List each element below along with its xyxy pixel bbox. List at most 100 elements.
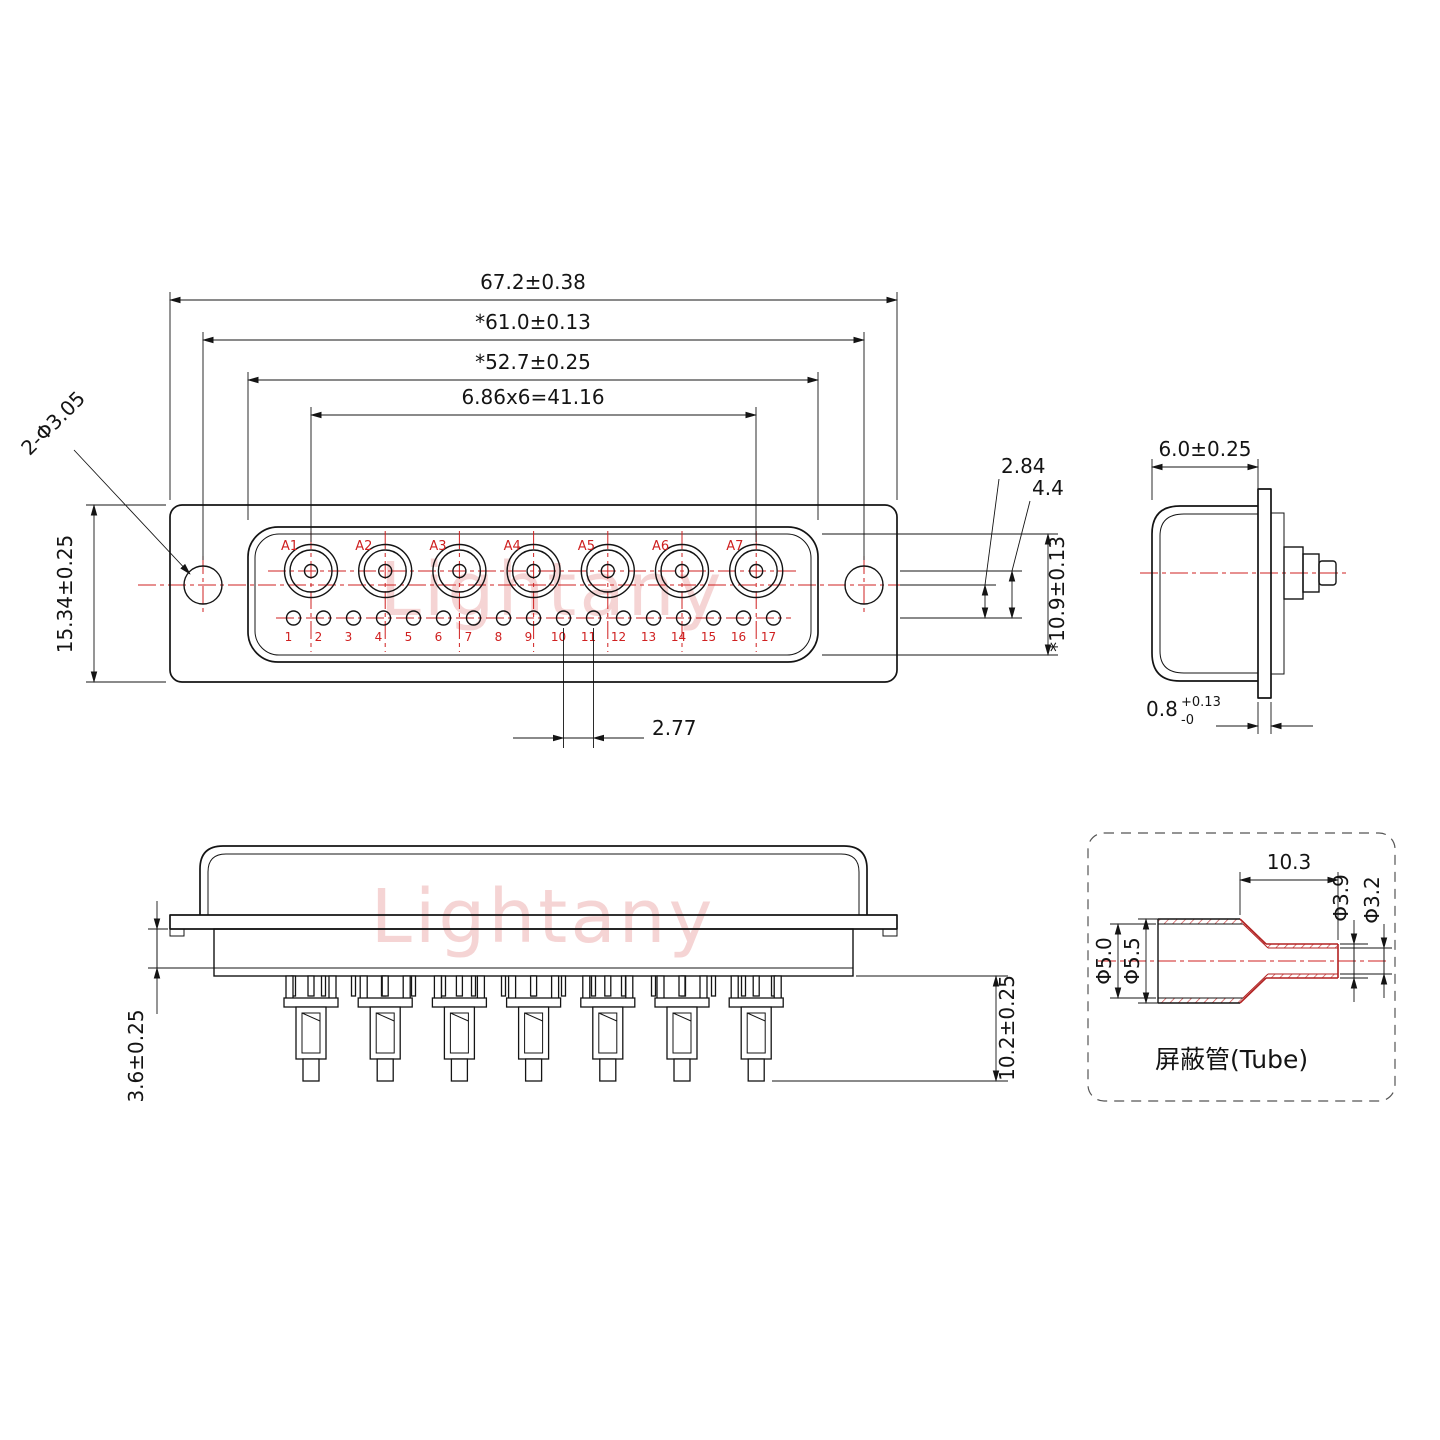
solder-cup-notch	[450, 1012, 469, 1022]
pin-hole	[705, 610, 722, 626]
cup-leg	[433, 975, 443, 1001]
cup-leg	[359, 975, 368, 1001]
cup-leg	[476, 975, 486, 1001]
cup-bracket	[357, 997, 413, 1008]
cup-tail	[524, 1058, 543, 1082]
dim-tube-inner-large-text: Φ5.0	[1092, 937, 1116, 985]
dim-flange-tol-minus: -0	[1181, 713, 1194, 728]
mounting-hole-left	[183, 565, 223, 605]
shell-opening-outer	[247, 526, 819, 663]
pin-number: 7	[465, 630, 473, 644]
dim-flange-thickness-text: 0.8	[1146, 697, 1178, 721]
pin-hole	[285, 610, 302, 626]
dim-row-offsets: 2.84 4.4	[900, 454, 1064, 619]
pin-hole	[585, 610, 602, 626]
dim-depth: 6.0±0.25	[1151, 437, 1259, 500]
coax-contact-outer-ring	[654, 543, 710, 599]
coax-contact-outer-ring	[729, 543, 784, 599]
dim-tube-length: 10.3	[1239, 850, 1339, 940]
hood-inner	[207, 853, 860, 915]
tube-label: 屏蔽管(Tube)	[1155, 1045, 1308, 1074]
dim-contact-pitch: 6.86x6=41.16	[310, 385, 757, 542]
dim-tube-outer-large-text: Φ5.5	[1120, 937, 1144, 985]
cup-center-pin	[678, 975, 686, 997]
pin-hole	[465, 610, 482, 626]
dim-opening-width-text: *52.7±0.25	[475, 350, 591, 374]
cup-tail	[302, 1058, 320, 1082]
coax-contact-inner-ring	[363, 549, 407, 593]
cup-bracket	[654, 997, 710, 1008]
pin-hole	[615, 610, 632, 626]
drawing-shape	[1239, 918, 1267, 945]
pin-number: 10	[551, 630, 566, 644]
mounting-hole-right	[844, 565, 884, 605]
solder-cup	[740, 1006, 772, 1060]
shell-profile-outer	[1151, 505, 1258, 682]
solder-cup-notch	[375, 1012, 395, 1022]
contact-label: A1	[281, 539, 298, 554]
coax-contact-inner-ring	[586, 549, 630, 593]
dim-tube-inner-small: Φ3.2	[1340, 876, 1392, 998]
dim-overall-width-text: 67.2±0.38	[480, 270, 586, 294]
small-pin	[590, 975, 597, 997]
coax-contact-socket	[600, 563, 615, 579]
pin-number: 12	[611, 630, 626, 644]
solder-cup-notch	[672, 1012, 692, 1022]
watermark: Lightany Lightany	[371, 547, 722, 960]
coax-contact-inner-ring	[437, 549, 482, 593]
pin-hole	[675, 610, 692, 626]
small-pin	[320, 975, 327, 997]
coax-contact-socket	[303, 563, 319, 579]
solder-cup-notch	[301, 1012, 321, 1022]
pin-number: 17	[761, 630, 776, 644]
solder-cup	[295, 1006, 327, 1060]
pin-number: 16	[731, 630, 746, 644]
cup-leg	[730, 975, 739, 1001]
pin-hole	[735, 610, 752, 626]
cup-leg	[582, 975, 591, 1001]
cup-leg	[285, 975, 294, 1001]
side-view: 6.0±0.25 0.8 +0.13 -0	[1140, 437, 1350, 734]
rear-view-generated	[283, 975, 784, 1082]
solder-cup	[592, 1006, 624, 1060]
drawing-shape	[1239, 977, 1267, 1004]
cup-center-pin	[604, 975, 612, 997]
pin-number: 2	[315, 630, 323, 644]
small-pin	[350, 975, 357, 997]
solder-cup	[517, 1006, 550, 1060]
cup-leg	[699, 975, 708, 1001]
dim-height: 15.34±0.25	[53, 504, 166, 683]
pin-hole	[645, 610, 662, 626]
pin-hole	[405, 610, 422, 626]
cup-bracket	[505, 997, 562, 1008]
cup-tail	[599, 1058, 617, 1082]
dim-opening-height: *10.9±0.13	[822, 533, 1069, 656]
pin-hole	[555, 610, 572, 626]
dim-pin-pitch: 2.77	[513, 628, 697, 748]
cup-leg	[656, 975, 665, 1001]
dim-terminal-length: 10.2±0.25	[772, 975, 1019, 1082]
solder-cup-inner	[672, 1012, 692, 1054]
dim-flange-tol-plus: +0.13	[1181, 695, 1221, 710]
cup-tail	[376, 1058, 394, 1082]
pin-number: 15	[701, 630, 716, 644]
coax-contact-socket	[749, 563, 764, 579]
hood-outer	[199, 845, 868, 915]
pin-number: 4	[375, 630, 383, 644]
solder-cup	[666, 1006, 698, 1060]
flange-tab-left	[169, 928, 185, 937]
dim-height-text: 15.34±0.25	[53, 535, 77, 654]
dim-tube-outer-small-text: Φ3.9	[1329, 874, 1353, 922]
tube-view: 10.3 Φ3.9 Φ3.2 Φ5.0 Φ5.5	[1087, 832, 1396, 1102]
tube-detail-border	[1087, 832, 1396, 1102]
dim-terminal-length-text: 10.2±0.25	[995, 975, 1019, 1081]
small-pin	[500, 975, 507, 997]
pin-number: 13	[641, 630, 656, 644]
solder-cup-inner	[449, 1012, 469, 1054]
shell-profile-inner	[1159, 513, 1258, 674]
cup-leg	[550, 975, 560, 1001]
drawing-shape	[1242, 973, 1269, 999]
